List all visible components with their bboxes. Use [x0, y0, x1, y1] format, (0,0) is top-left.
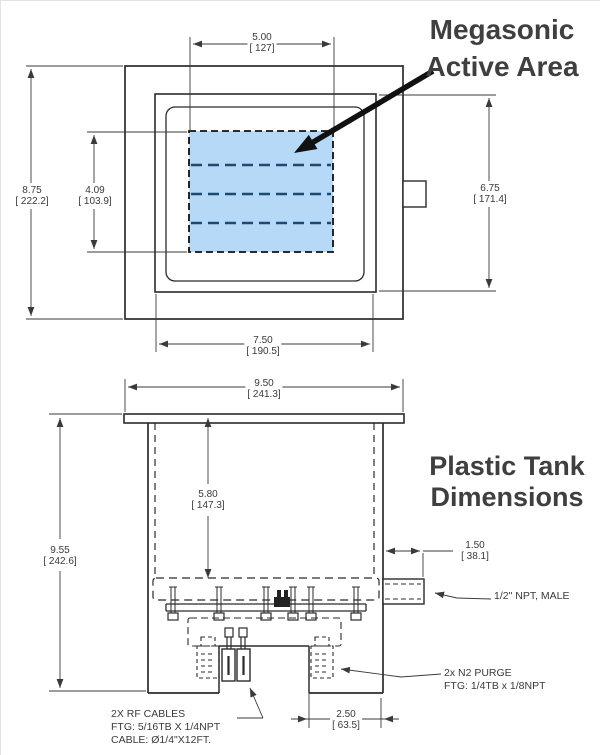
dim-fitting-length: 1.50 [ 38.1]: [459, 540, 491, 562]
tank-floor-hidden: [152, 577, 380, 601]
callout-npt: 1/2" NPT, MALE: [494, 590, 570, 602]
dim-active-width: 5.00 [ 127]: [247, 32, 277, 54]
title-megasonic-line2: Active Area: [425, 51, 579, 82]
transducer-plate: [165, 603, 367, 612]
center-connector-block: [274, 590, 290, 607]
tank-opening-rounded: [165, 106, 365, 282]
dim-internal-depth: 5.80 [ 147.3]: [189, 489, 227, 511]
title-plastic-line2: Dimensions: [430, 482, 584, 512]
dim-rim-width: 7.50 [ 190.5]: [244, 335, 282, 357]
flange: [123, 413, 405, 424]
title-megasonic-active-area: Megasonic Active Area: [414, 11, 590, 85]
dim-leg-width: 2.50 [ 63.5]: [330, 709, 362, 731]
dim-total-height: 9.55 [ 242.6]: [41, 545, 79, 567]
title-plastic-line1: Plastic Tank: [429, 451, 585, 481]
dim-rim-height: 6.75 [ 171.4]: [471, 183, 509, 205]
callout-n2-purge: 2x N2 PURGE FTG: 1/4TB x 1/8NPT: [444, 667, 546, 692]
dim-outer-height: 8.75 [ 222.2]: [13, 185, 51, 207]
title-megasonic-line1: Megasonic: [429, 14, 575, 45]
n2-purge-fitting-left: [196, 636, 220, 679]
n2-purge-fitting-right: [310, 636, 334, 679]
side-view-linework: [123, 413, 425, 694]
side-view-dimension-lines: [49, 379, 453, 728]
callout-leaders: [237, 591, 492, 719]
callout-rf-cables: 2X RF CABLES FTG: 5/16TB X 1/4NPT CABLE:…: [111, 708, 221, 746]
dim-flange-width: 9.50 [ 241.3]: [245, 378, 283, 400]
tank-rim-square: [154, 93, 377, 293]
active-area-arrow: [294, 68, 435, 153]
rf-cable-connectors: [221, 627, 251, 682]
title-plastic-tank-dimensions: Plastic Tank Dimensions: [419, 451, 595, 513]
active-area-region: [188, 130, 334, 253]
top-view-dimension-lines: [26, 37, 496, 352]
dim-active-height: 4.09 [ 103.9]: [76, 185, 114, 207]
mounting-bolts: [167, 586, 362, 621]
housing-hidden: [187, 617, 342, 647]
npt-fitting: [382, 578, 425, 605]
active-area-transducer-lines: [191, 163, 331, 225]
top-view-linework: [124, 65, 427, 320]
side-tab: [402, 180, 427, 208]
